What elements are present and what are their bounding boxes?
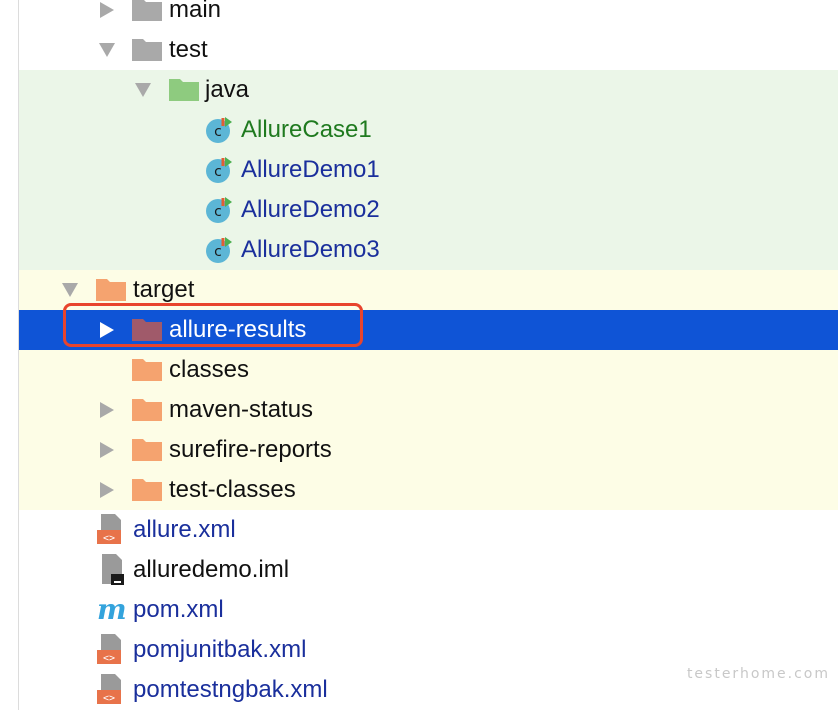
expand-arrow-icon[interactable] xyxy=(97,480,117,500)
tree-row-alluredemo3[interactable]: c AllureDemo3 xyxy=(19,230,838,270)
module-file-icon xyxy=(102,554,124,585)
expand-arrow-icon[interactable] xyxy=(97,440,117,460)
tree-item-label: main xyxy=(169,0,222,23)
tree-row-test-classes[interactable]: test-classes xyxy=(19,470,838,510)
tree-row-pom-xml[interactable]: m pom.xml xyxy=(19,590,838,630)
tree-item-label: test-classes xyxy=(169,476,296,503)
tree-item-label: java xyxy=(205,76,250,103)
tree-item-label: AllureDemo2 xyxy=(241,196,380,223)
tree-item-label: maven-status xyxy=(169,396,314,423)
tree-row-surefire-reports[interactable]: surefire-reports xyxy=(19,430,838,470)
svg-text:c: c xyxy=(214,204,222,220)
collapse-arrow-icon[interactable] xyxy=(133,80,153,100)
tree-row-maven-status[interactable]: maven-status xyxy=(19,390,838,430)
tree-row-alluredemo-iml[interactable]: alluredemo.iml xyxy=(19,550,838,590)
tree-item-label: allure.xml xyxy=(133,516,236,543)
tree-row-target[interactable]: target xyxy=(19,270,838,310)
folder-icon xyxy=(96,279,126,301)
tree-item-label: surefire-reports xyxy=(169,436,332,463)
expand-arrow-icon[interactable] xyxy=(97,0,117,20)
java-class-icon: c xyxy=(206,237,232,263)
tree-row-classes[interactable]: classes xyxy=(19,350,838,390)
xml-file-icon: <> xyxy=(97,634,121,664)
tree-row-test[interactable]: test xyxy=(19,30,838,70)
collapse-arrow-icon[interactable] xyxy=(97,40,117,60)
tree-row-java[interactable]: java xyxy=(19,70,838,110)
xml-file-icon: <> xyxy=(97,514,121,544)
svg-text:c: c xyxy=(214,164,222,180)
folder-icon xyxy=(132,39,162,61)
tree-item-label: classes xyxy=(169,356,250,383)
java-class-icon: c xyxy=(206,157,232,183)
tree-item-label: alluredemo.iml xyxy=(133,556,290,583)
xml-file-icon: <> xyxy=(97,674,121,704)
expand-arrow-icon[interactable] xyxy=(97,320,117,340)
folder-icon xyxy=(132,319,162,341)
collapse-arrow-icon[interactable] xyxy=(60,280,80,300)
svg-text:c: c xyxy=(214,244,222,260)
tree-item-label: AllureCase1 xyxy=(241,116,372,143)
folder-icon xyxy=(132,359,162,381)
svg-text:<>: <> xyxy=(103,653,115,664)
svg-text:<>: <> xyxy=(103,533,115,544)
svg-text:c: c xyxy=(214,124,222,140)
expand-arrow-icon[interactable] xyxy=(97,400,117,420)
folder-icon xyxy=(132,0,162,21)
tree-item-label: AllureDemo3 xyxy=(241,236,380,263)
java-class-icon: c xyxy=(206,197,232,223)
tree-row-alluredemo2[interactable]: c AllureDemo2 xyxy=(19,190,838,230)
tree-row-pomjunitbak-xml[interactable]: <> pomjunitbak.xml xyxy=(19,630,838,670)
tree-item-label: test xyxy=(169,36,208,63)
svg-text:<>: <> xyxy=(103,693,115,704)
tree-item-label: target xyxy=(133,276,195,303)
tree-row-allure-xml[interactable]: <> allure.xml xyxy=(19,510,838,550)
maven-icon: m xyxy=(97,593,127,626)
tree-item-label: AllureDemo1 xyxy=(241,156,380,183)
java-class-icon: c xyxy=(206,117,232,143)
folder-icon xyxy=(132,479,162,501)
folder-icon xyxy=(132,439,162,461)
watermark: testerhome.com xyxy=(686,666,830,682)
tree-row-allure-results[interactable]: allure-results xyxy=(19,310,838,350)
tree-row-main[interactable]: main xyxy=(19,0,838,30)
source-folder-icon xyxy=(169,79,199,101)
tree-item-label: allure-results xyxy=(169,316,307,343)
folder-icon xyxy=(132,399,162,421)
tree-item-label: pom.xml xyxy=(133,596,224,623)
tree-item-label: pomtestngbak.xml xyxy=(133,676,328,703)
tree-row-allurecase1[interactable]: c AllureCase1 xyxy=(19,110,838,150)
project-tree: main test java c AllureCase1 c AllureDem… xyxy=(18,0,838,710)
tree-item-label: pomjunitbak.xml xyxy=(133,636,307,663)
tree-row-alluredemo1[interactable]: c AllureDemo1 xyxy=(19,150,838,190)
